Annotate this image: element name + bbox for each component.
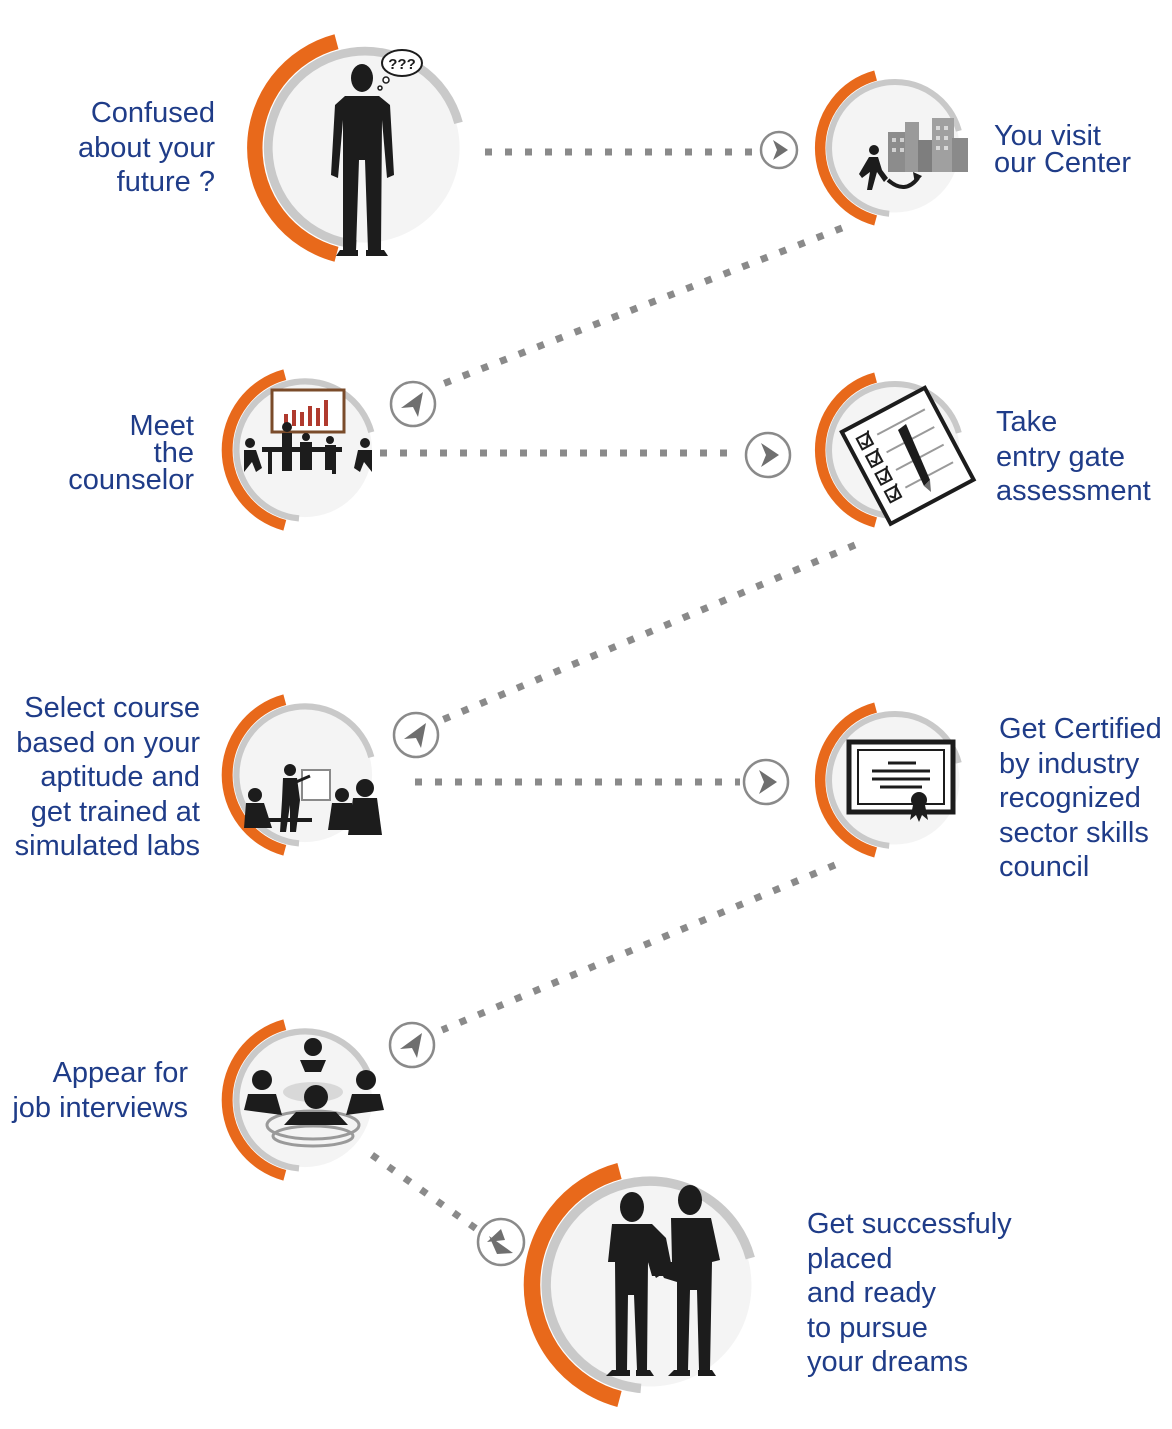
connector-4-5 (440, 541, 857, 724)
counselor-meeting-icon (244, 388, 372, 474)
ring-orange-arc (221, 369, 287, 531)
ring-orange-arc (814, 702, 878, 858)
arrow-down-right-icon (476, 1217, 526, 1267)
arrow-badges (388, 130, 799, 1267)
visit-center-icon (859, 118, 968, 190)
arrow-down-left-icon (388, 1021, 436, 1069)
ring-orange-arc (221, 694, 287, 856)
ring-orange-arc (814, 70, 878, 226)
ring-grey-arc (826, 78, 962, 217)
svg-text:???: ??? (388, 56, 416, 73)
step-rings (221, 34, 962, 1407)
arrow-right-icon (744, 431, 792, 479)
handshake-icon (606, 1185, 720, 1376)
connectors (369, 148, 857, 1233)
arrow-down-left-icon (389, 380, 437, 428)
connector-2-3 (438, 224, 844, 389)
ring-grey-arc (541, 1176, 755, 1394)
arrow-down-left-icon (392, 711, 440, 759)
connector-7-8 (369, 1152, 481, 1233)
job-interview-icon (244, 1038, 384, 1148)
ring-grey-arc (826, 710, 962, 849)
ring-grey-arc (826, 380, 962, 519)
ring-orange-arc (814, 372, 878, 528)
confused-person-icon: ??? (331, 49, 423, 256)
ring-grey-arc (233, 378, 375, 522)
training-lab-icon (244, 764, 382, 835)
arrow-right-icon (742, 758, 790, 806)
assessment-checklist-icon (839, 385, 977, 527)
ring-grey-arc (263, 46, 463, 249)
certificate-icon (846, 739, 956, 822)
ring-orange-arc (247, 34, 339, 262)
ring-orange-arc (523, 1163, 622, 1407)
arrow-right-icon (759, 130, 799, 170)
ring-grey-arc (233, 1028, 375, 1172)
connector-6-7 (440, 861, 837, 1034)
ring-orange-arc (221, 1019, 287, 1181)
